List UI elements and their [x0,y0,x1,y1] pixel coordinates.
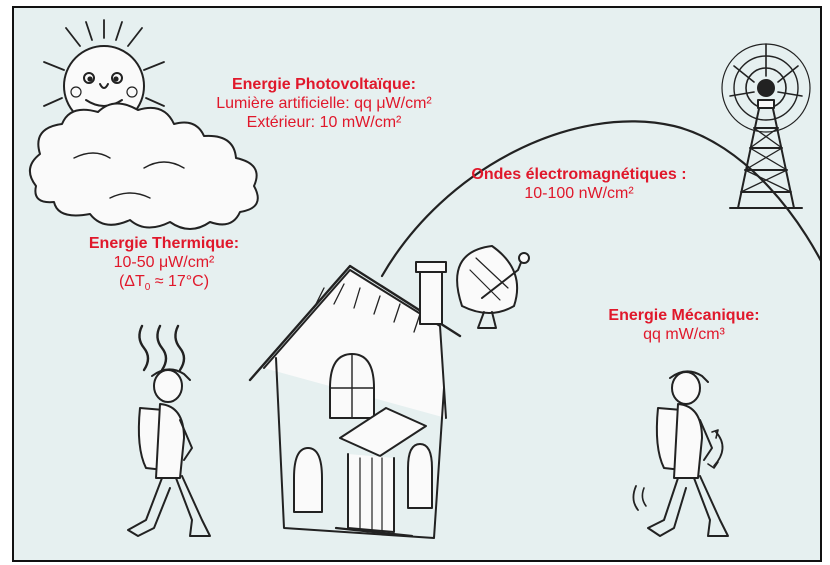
satellite-dish-icon [456,245,530,329]
house-icon [248,261,462,539]
thermal-title: Energie Thermique: [88,235,240,252]
radio-tower-icon [721,43,811,209]
mechanical-label: Energie Mécanique: qq mW/cm³ [574,306,794,344]
thermal-line2-prefix: (ΔT [118,273,145,290]
mechanical-line1: qq mW/cm³ [643,326,725,343]
photovoltaic-line1: Lumière artificielle: qq μW/cm² [216,95,432,112]
walker-left-icon [127,368,211,537]
photovoltaic-line2: Extérieur: 10 mW/cm² [246,114,402,131]
thermal-line2: (ΔT0 ≈ 17°C) [54,272,274,297]
diagram-frame: Energie Photovoltaïque: Lumière artifici… [12,6,822,562]
thermal-line1: 10-50 μW/cm² [113,254,215,271]
photovoltaic-label: Energie Photovoltaïque: Lumière artifici… [174,75,474,132]
photovoltaic-title: Energie Photovoltaïque: [231,76,416,93]
electromagnetic-line1: 10-100 nW/cm² [524,185,634,202]
thermal-line2-suffix: ≈ 17°C) [150,273,210,290]
thermal-line2-sub: 0 [144,282,151,294]
electromagnetic-label: Ondes électromagnétiques : 10-100 nW/cm² [434,165,724,203]
radio-wave-arc [380,120,820,278]
thermal-label: Energie Thermique: 10-50 μW/cm² (ΔT0 ≈ 1… [54,234,274,297]
diagram-artwork [29,19,820,539]
walker-right-icon [632,370,729,537]
electromagnetic-title: Ondes électromagnétiques : [471,166,687,183]
heat-waves-icon [138,324,186,372]
cloud-icon [29,102,259,230]
mechanical-title: Energie Mécanique: [608,307,760,324]
